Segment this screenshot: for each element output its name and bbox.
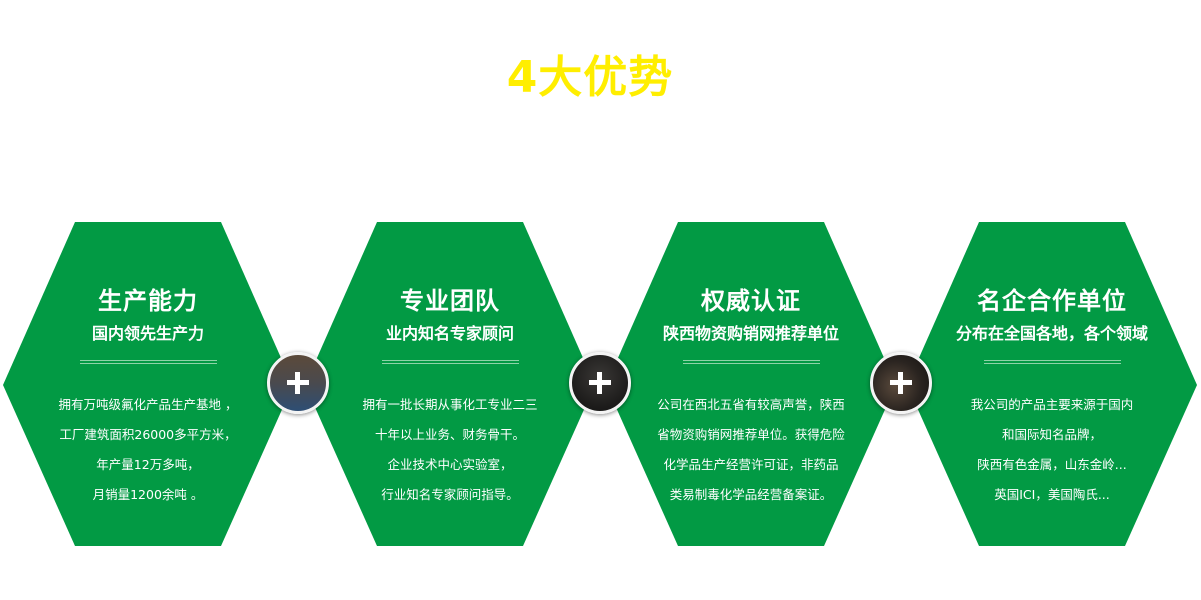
section-heading: 4大优势 [506, 52, 674, 103]
plus-icon [287, 372, 309, 394]
card-divider [683, 360, 820, 364]
card-title: 生产能力 [98, 287, 198, 315]
card-body-line: 和国际知名品牌， [1001, 427, 1102, 442]
card-title: 专业团队 [400, 287, 500, 315]
plus-icon [589, 372, 611, 394]
card-title: 权威认证 [701, 287, 801, 315]
card-body-line: 月销量1200余吨 。 [92, 487, 204, 502]
expand-button-1[interactable] [267, 352, 329, 414]
expand-button-2[interactable] [569, 352, 631, 414]
plus-icon [890, 372, 912, 394]
card-subtitle: 陕西物资购销网推荐单位 [662, 324, 839, 343]
advantage-card-certification: 权威认证 陕西物资购销网推荐单位 公司在西北五省有较高声誉，陕西 省物资购销网推… [606, 222, 896, 546]
card-title: 名企合作单位 [977, 287, 1127, 315]
card-subtitle: 分布在全国各地，各个领域 [955, 324, 1148, 343]
card-divider [80, 360, 217, 364]
card-body-line: 类易制毒化学品经营备案证。 [669, 487, 833, 502]
card-body-line: 拥有一批长期从事化工专业二三 [362, 397, 538, 412]
card-body-line: 陕西有色金属，山东金岭... [977, 457, 1127, 472]
card-body: 拥有一批长期从事化工专业二三 十年以上业务、财务骨干。 企业技术中心实验室， 行… [335, 390, 565, 510]
advantage-card-production: 生产能力 国内领先生产力 拥有万吨级氟化产品生产基地 ， 工厂建筑面积26000… [3, 222, 293, 546]
card-body-line: 公司在西北五省有较高声誉，陕西 [657, 397, 845, 412]
card-subtitle: 国内领先生产力 [91, 324, 204, 343]
card-body-line: 年产量12万多吨， [96, 457, 200, 472]
card-body-line: 行业知名专家顾问指导。 [381, 487, 519, 502]
card-body-line: 拥有万吨级氟化产品生产基地 ， [58, 397, 238, 412]
card-body-line: 十年以上业务、财务骨干。 [374, 427, 525, 442]
card-body: 我公司的产品主要来源于国内 和国际知名品牌， 陕西有色金属，山东金岭... 英国… [937, 390, 1167, 510]
card-body-line: 企业技术中心实验室， [387, 457, 513, 472]
card-body: 公司在西北五省有较高声誉，陕西 省物资购销网推荐单位。获得危险 化学品生产经营许… [631, 390, 871, 510]
card-body-line: 省物资购销网推荐单位。获得危险 [657, 427, 845, 442]
card-divider [382, 360, 519, 364]
card-subtitle: 业内知名专家顾问 [385, 324, 514, 343]
card-body-line: 英国ICI，美国陶氏... [994, 487, 1110, 502]
card-body-line: 化学品生产经营许可证，非药品 [663, 457, 839, 472]
advantage-card-partners: 名企合作单位 分布在全国各地，各个领域 我公司的产品主要来源于国内 和国际知名品… [907, 222, 1197, 546]
card-body-line: 我公司的产品主要来源于国内 [970, 397, 1134, 412]
card-divider [984, 360, 1121, 364]
advantage-card-team: 专业团队 业内知名专家顾问 拥有一批长期从事化工专业二三 十年以上业务、财务骨干… [305, 222, 595, 546]
expand-button-3[interactable] [870, 352, 932, 414]
card-body: 拥有万吨级氟化产品生产基地 ， 工厂建筑面积26000多平方米， 年产量12万多… [33, 390, 263, 510]
card-body-line: 工厂建筑面积26000多平方米， [59, 427, 237, 442]
